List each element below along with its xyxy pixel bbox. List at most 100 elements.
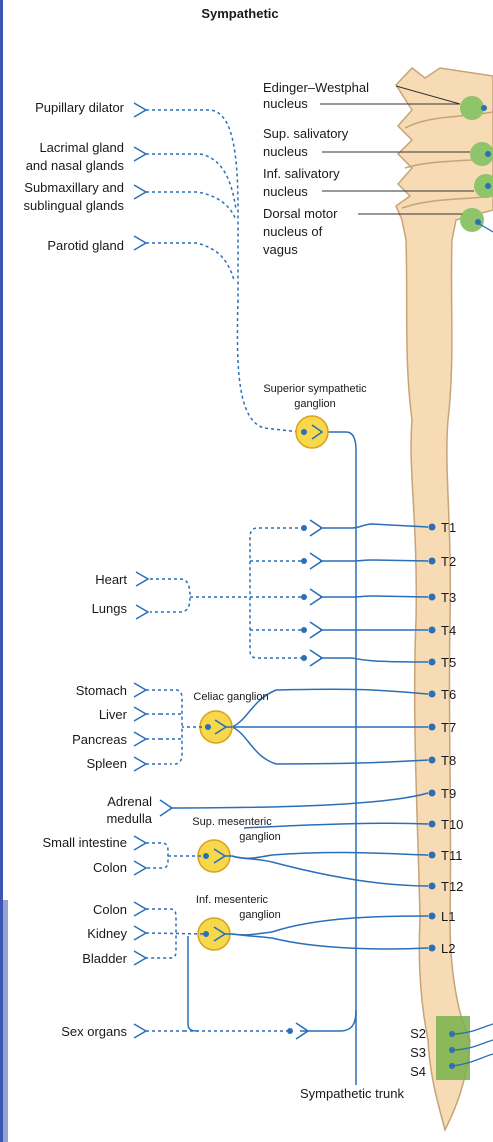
target-kidney: Kidney xyxy=(87,926,127,941)
fiber xyxy=(146,110,238,300)
target-spleen: Spleen xyxy=(87,756,127,771)
trunk-label: Sympathetic trunk xyxy=(300,1086,405,1101)
effector-chevron xyxy=(134,757,146,771)
effector-chevron xyxy=(134,103,146,117)
outflow-l2 xyxy=(272,938,428,949)
segment-label-t11: T11 xyxy=(441,848,462,863)
segment-dot-t2 xyxy=(429,558,436,565)
outflow-t3 xyxy=(320,596,428,597)
sympathetic-trunk xyxy=(324,432,356,1085)
segment-label-t12: T12 xyxy=(441,879,463,894)
head-target-pupillary-dilator: Pupillary dilator xyxy=(35,100,125,115)
superior-ganglion: Superior sympatheticganglion xyxy=(263,383,367,448)
superior-ganglion-fiber xyxy=(324,432,356,450)
nucleus-dorsal-motor xyxy=(460,208,484,232)
outflow-t11 xyxy=(272,853,428,855)
synapse-dot xyxy=(301,429,307,435)
segment-label-t8: T8 xyxy=(441,753,456,768)
outflow-t1 xyxy=(320,524,428,528)
segment-dot-t6 xyxy=(429,691,436,698)
left-edge-accent-lower xyxy=(0,900,8,1142)
outflow-t5 xyxy=(320,658,428,662)
celiac-branch xyxy=(232,727,276,764)
nucleus-label-inf-salivatory: Inf. salivatorynucleus xyxy=(263,166,340,199)
fiber xyxy=(146,243,234,280)
segment-outflow xyxy=(170,524,428,1031)
segment-dot-t3 xyxy=(429,594,436,601)
segment-label-t2: T2 xyxy=(441,554,456,569)
synapse-dot xyxy=(301,594,307,600)
nucleus-label-sup-salivatory: Sup. salivatorynucleus xyxy=(263,126,349,159)
outflow-l1 xyxy=(272,916,428,932)
target-small-intestine: Small intestine xyxy=(42,835,127,850)
segment-dot-l2 xyxy=(429,945,436,952)
segment-dot-t12 xyxy=(429,883,436,890)
nucleus-dot xyxy=(485,151,491,157)
nucleus-dot xyxy=(481,105,487,111)
effector-chevron xyxy=(134,147,146,161)
segment-label-t6: T6 xyxy=(441,687,456,702)
fiber xyxy=(150,579,190,612)
segment-label-t1: T1 xyxy=(441,520,456,535)
effector-chevron xyxy=(134,236,146,250)
synapse-dot xyxy=(301,558,307,564)
sup-mesenteric-postganglionic xyxy=(146,843,206,868)
effector-chevron xyxy=(134,836,146,850)
head-target-lacrimal: Lacrimal glandand nasal glands xyxy=(26,140,125,173)
fiber xyxy=(146,843,168,868)
thoracic-postganglionic xyxy=(150,528,304,658)
effector-chevron xyxy=(134,861,146,875)
target-bladder: Bladder xyxy=(82,951,127,966)
effector-chevron xyxy=(134,683,146,697)
effector-chevron xyxy=(134,185,146,199)
segment-dot-t7 xyxy=(429,724,436,731)
head-target-parotid: Parotid gland xyxy=(47,238,124,253)
effector-chevron xyxy=(134,902,146,916)
segment-dot-t11 xyxy=(429,852,436,859)
outflow-t6 xyxy=(276,689,428,694)
fiber xyxy=(146,192,236,220)
synapse-dot xyxy=(301,627,307,633)
effector-chevron xyxy=(134,732,146,746)
fiber xyxy=(250,528,304,658)
fiber xyxy=(170,690,182,764)
target-lungs: Lungs xyxy=(92,601,128,616)
target-colon-upper: Colon xyxy=(93,860,127,875)
target-liver: Liver xyxy=(99,707,128,722)
fiber xyxy=(237,300,300,432)
thoracic-dots xyxy=(301,525,307,661)
nucleus-dot xyxy=(485,183,491,189)
sex-organ-fiber xyxy=(300,1010,356,1031)
target-pancreas: Pancreas xyxy=(72,732,127,747)
effector-chevron xyxy=(134,1024,146,1038)
inf-mesenteric-ganglion: Inf. mesentericganglion Colon Kidney Bla… xyxy=(82,894,290,1031)
effector-chevron xyxy=(136,572,148,586)
head-targets: Pupillary dilator Lacrimal glandand nasa… xyxy=(24,100,300,432)
effector-chevron xyxy=(134,926,146,940)
segment-label-t5: T5 xyxy=(441,655,456,670)
sacral-label-s4: S4 xyxy=(410,1064,426,1079)
celiac-ganglion-label: Celiac ganglion xyxy=(193,691,268,703)
fiber xyxy=(146,933,206,934)
sex-organ-link-corner xyxy=(188,1024,198,1031)
segment-label-t4: T4 xyxy=(441,623,456,638)
effector-chevron xyxy=(134,707,146,721)
segment-label-t9: T9 xyxy=(441,786,456,801)
segment-label-t3: T3 xyxy=(441,590,456,605)
outflow-t2 xyxy=(320,560,428,561)
segment-dot-t10 xyxy=(429,821,436,828)
outflow-t12 xyxy=(272,862,428,886)
target-stomach: Stomach xyxy=(76,683,127,698)
target-sex-organs: Sex organs xyxy=(61,1024,127,1039)
segment-dot-t1 xyxy=(429,524,436,531)
sacral-label-s2: S2 xyxy=(410,1026,426,1041)
thoracic-chevrons xyxy=(310,520,322,666)
